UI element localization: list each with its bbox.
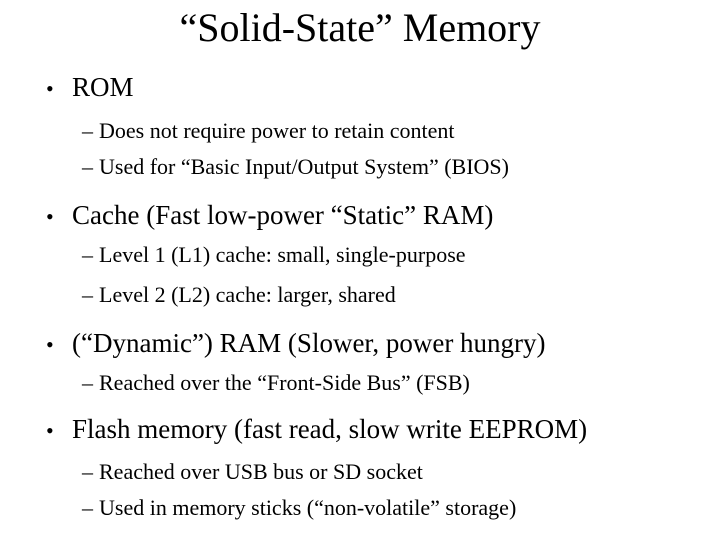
bullet-marker: • — [46, 418, 54, 443]
sub-bullet-text: Level 1 (L1) cache: small, single-purpos… — [99, 242, 466, 267]
bullet-text: Cache (Fast low-power “Static” RAM) — [72, 200, 494, 230]
sub-bullet-text: Level 2 (L2) cache: larger, shared — [99, 282, 396, 307]
sub-bullet-text: Reached over the “Front-Side Bus” (FSB) — [99, 370, 470, 395]
bullet-item-cache: • Cache (Fast low-power “Static” RAM) — [0, 200, 720, 232]
sub-bullet-item: – Reached over USB bus or SD socket — [0, 459, 720, 485]
bullet-item-flash: • Flash memory (fast read, slow write EE… — [0, 414, 720, 446]
sub-bullet-item: – Reached over the “Front-Side Bus” (FSB… — [0, 370, 720, 396]
sub-bullet-item: – Used in memory sticks (“non-volatile” … — [0, 495, 720, 521]
sub-bullet-item: – Level 2 (L2) cache: larger, shared — [0, 282, 720, 308]
bullet-marker: • — [46, 332, 54, 357]
sub-bullet-text: Used in memory sticks (“non-volatile” st… — [99, 495, 517, 520]
bullet-text: (“Dynamic”) RAM (Slower, power hungry) — [72, 328, 546, 358]
sub-bullet-item: – Level 1 (L1) cache: small, single-purp… — [0, 242, 720, 268]
bullet-item-dynamic-ram: • (“Dynamic”) RAM (Slower, power hungry) — [0, 328, 720, 360]
bullet-text: ROM — [72, 72, 134, 102]
dash-marker: – — [82, 154, 93, 179]
dash-marker: – — [82, 118, 93, 143]
sub-bullet-text: Reached over USB bus or SD socket — [99, 459, 423, 484]
sub-bullet-item: – Used for “Basic Input/Output System” (… — [0, 154, 720, 180]
sub-bullet-text: Used for “Basic Input/Output System” (BI… — [99, 154, 509, 179]
dash-marker: – — [82, 459, 93, 484]
dash-marker: – — [82, 282, 93, 307]
dash-marker: – — [82, 495, 93, 520]
dash-marker: – — [82, 370, 93, 395]
dash-marker: – — [82, 242, 93, 267]
sub-bullet-item: – Does not require power to retain conte… — [0, 118, 720, 144]
sub-bullet-text: Does not require power to retain content — [99, 118, 455, 143]
bullet-text: Flash memory (fast read, slow write EEPR… — [72, 414, 588, 444]
bullet-marker: • — [46, 204, 54, 229]
slide-title: “Solid-State” Memory — [179, 5, 541, 50]
bullet-marker: • — [46, 76, 54, 101]
bullet-item-rom: • ROM — [0, 72, 720, 104]
